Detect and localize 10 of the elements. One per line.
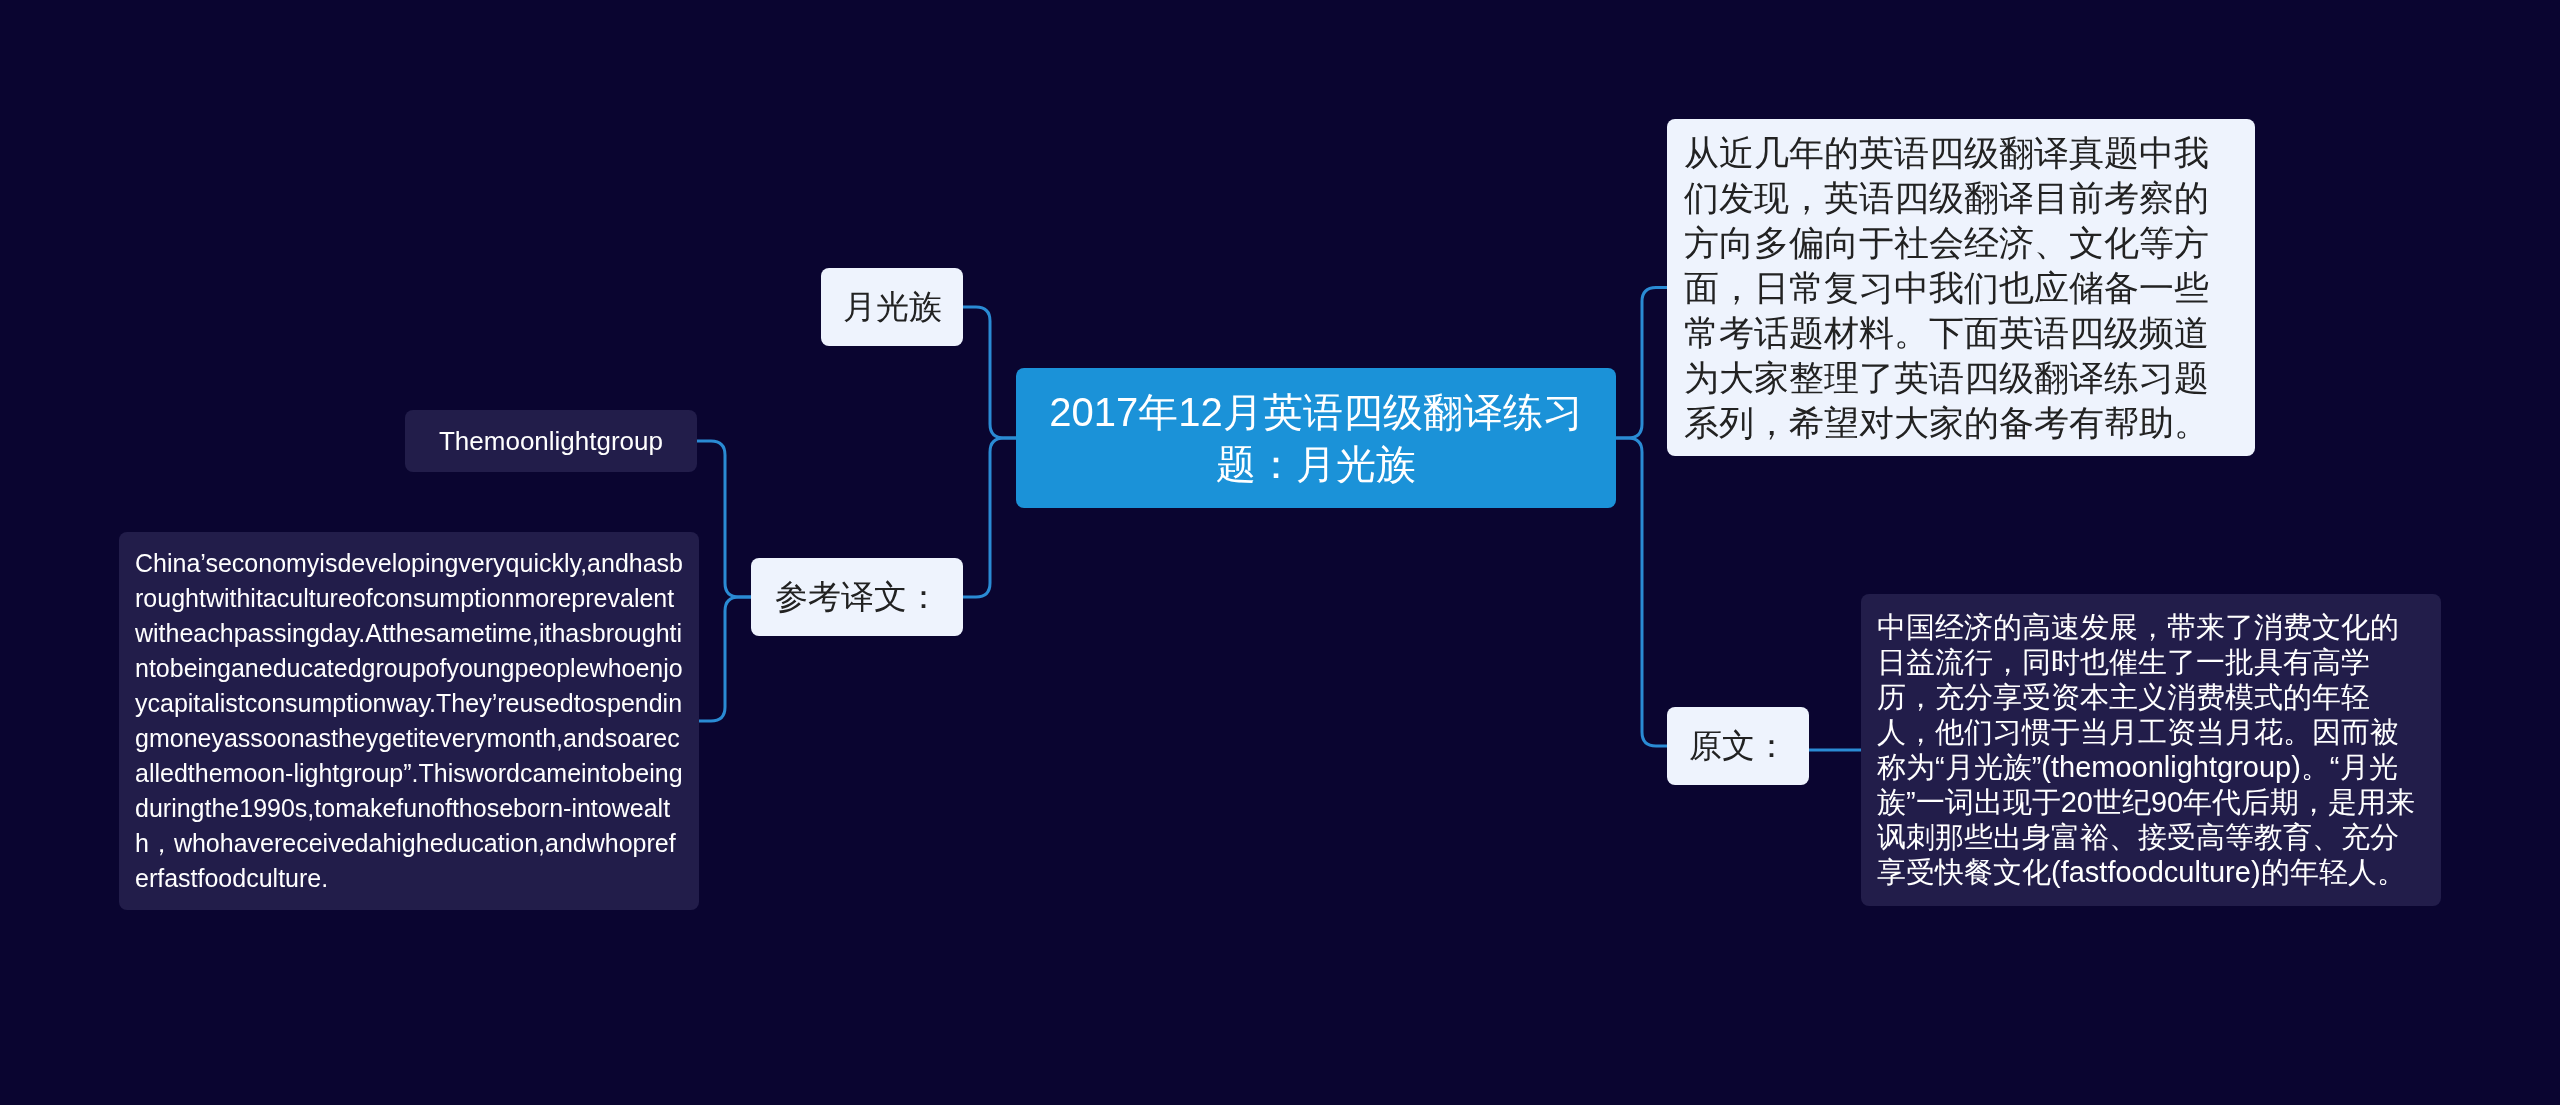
connector-line <box>1809 748 1861 752</box>
topic-box: 原文： <box>1667 707 1809 785</box>
topic-box: 参考译文： <box>751 558 963 636</box>
topic-box: Themoonlightgroup <box>405 410 697 472</box>
topic-box: 月光族 <box>821 268 963 346</box>
text-card: China’seconomyisdevelopingveryquickly,andhasbroughtwithitacultureofconsumptionmoreprevalentwitheachpassingday.Atthesametime,ithasbroughtintobeinganeducatedgroupofyoungpeoplewhoenjoycapitalistconsumptionway.They’reusedtospendingmoneyassoonastheygetiteverymonth,andsoarecalledthemoon-lightgroup”.Thiswordcameintobeingduringthe1990s,tomakefunofthoseborn-intowealth，whohavereceivedahigheducation,andwhopreferfastfoodculture. <box>119 532 699 910</box>
text-card: 中国经济的高速发展，带来了消费文化的日益流行，同时也催生了一批具有高学历，充分享受资本主义消费模式的年轻人，他们习惯于当月工资当月花。因而被称为“月光族”(themoonlightgroup)。“月光族”一词出现于20世纪90年代后期，是用来讽刺那些出身富裕、接受高等教育、充分享受快餐文化(fastfoodculture)的年轻人。 <box>1861 594 2441 906</box>
connector-line <box>1616 436 1667 748</box>
text-card: 从近几年的英语四级翻译真题中我们发现，英语四级翻译目前考察的方向多偏向于社会经济、文化等方面，日常复习中我们也应储备一些常考话题材料。下面英语四级频道为大家整理了英语四级翻译练习题系列，希望对大家的备考有帮助。 <box>1667 119 2255 456</box>
central-topic-box: 2017年12月英语四级翻译练习题：月光族 <box>1016 368 1616 508</box>
